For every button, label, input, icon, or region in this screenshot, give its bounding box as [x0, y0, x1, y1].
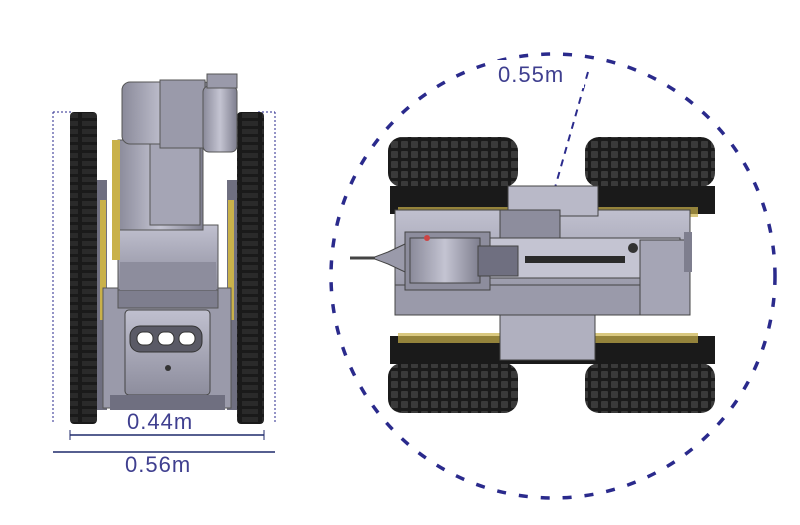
top-view-robot: [350, 137, 715, 413]
wheel-rear-right: [585, 363, 715, 413]
front-view-robot: [52, 73, 276, 424]
headlight: [157, 331, 175, 346]
turning-radius-label: 0.55m: [498, 62, 564, 87]
wheel-front-left: [388, 137, 518, 187]
right-track: [237, 112, 264, 424]
headlight: [178, 331, 196, 346]
wheel-rear-left: [388, 363, 518, 413]
turning-radius-circle: [329, 52, 777, 500]
inner-width-label: 0.44m: [127, 409, 193, 434]
headlight: [136, 331, 154, 346]
left-track: [70, 112, 97, 424]
gripper: [370, 243, 406, 273]
inner-width-dimension: [69, 430, 265, 440]
outer-width-label: 0.56m: [125, 452, 191, 477]
wheel-front-right: [585, 137, 715, 187]
